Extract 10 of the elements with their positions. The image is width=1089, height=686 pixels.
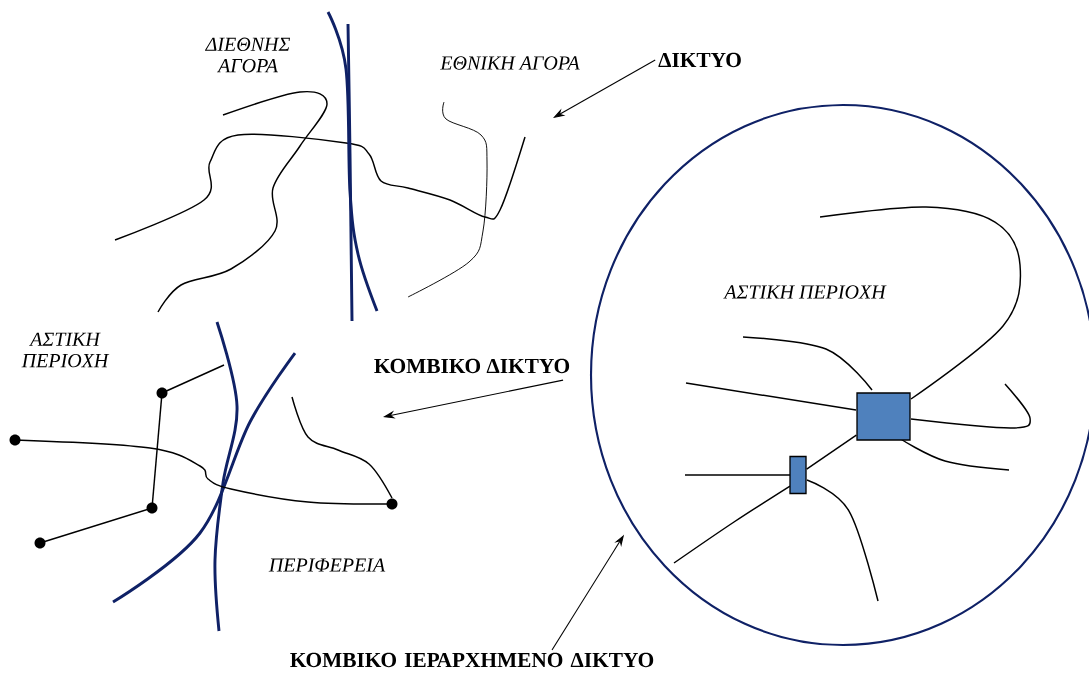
area-label: ΠΕΡΙΦΕΡΕΙΑ [268, 558, 386, 572]
hub-box [856, 392, 911, 441]
arrow [553, 59, 656, 118]
network-title: ΚΟΜΒΙΚΟ ΔΙΚΤΥΟ [374, 358, 570, 374]
area-label: ΑΣΤΙΚΗ ΠΕΡΙΟΧΗ [21, 332, 110, 368]
area-label: ΕΘΝΙΚΗ ΑΓΟΡΑ [440, 56, 580, 70]
area-label: ΔΙΕΘΝΗΣ ΑΓΟΡΑ [204, 37, 291, 73]
network-title: ΔΙΚΤΥΟ [658, 52, 741, 68]
network-title: ΚΟΜΒΙΚΟ ΙΕΡΑΡΧΗΜΕΝΟ ΔΙΚΤΥΟ [290, 652, 654, 668]
hub-box [789, 455, 807, 495]
